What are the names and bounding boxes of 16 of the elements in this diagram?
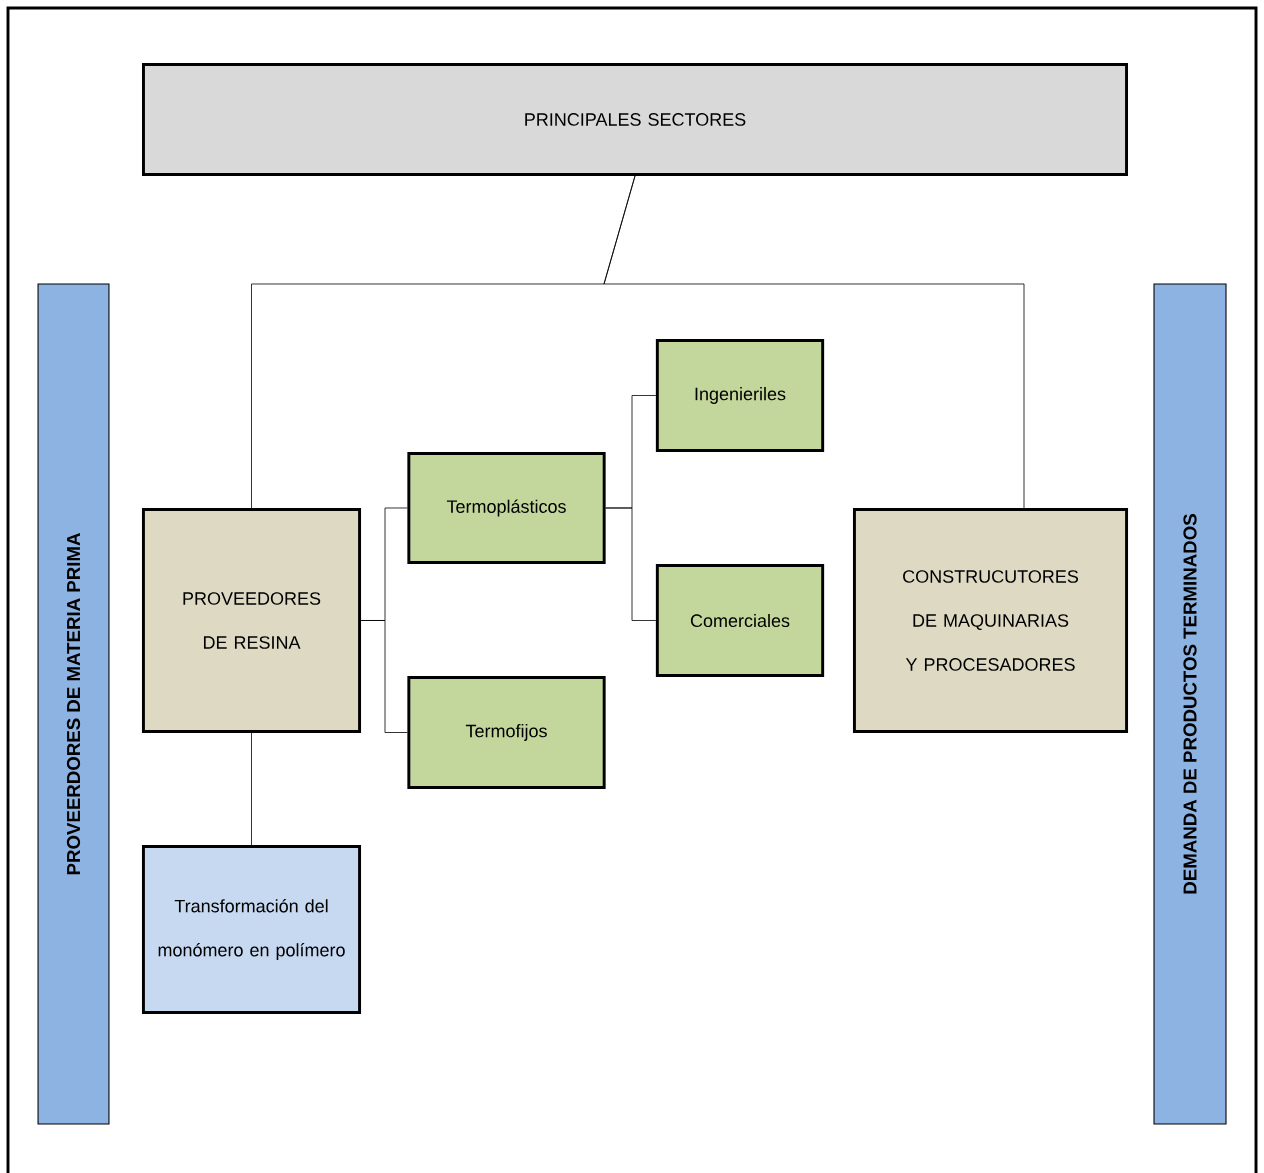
connector-line: [603, 175, 1025, 509]
process-box: Termofijos: [407, 676, 606, 789]
side-band: [1153, 283, 1227, 1125]
process-box: Transformación del monómero en polímero: [141, 845, 362, 1014]
process-box: Comerciales: [655, 564, 825, 677]
process-box: PROVEEDORES DE RESINA: [141, 507, 362, 734]
process-box: Termoplásticos: [407, 452, 606, 564]
side-band: [37, 283, 110, 1125]
band-label: DEMANDA DE PRODUCTOS TERMINADOS: [1183, 514, 1197, 894]
connector-line: [251, 732, 252, 846]
process-box: CONSTRUCUTORES DE MAQUINARIAS Y PROCESADORES: [852, 507, 1129, 734]
sector-box: PRINCIPALES SECTORES: [142, 63, 1128, 176]
connector-line: [360, 620, 408, 733]
band-label: PROVEERDORES DE MATERIA PRIMA: [66, 533, 81, 875]
process-box: Ingenieriles: [655, 339, 825, 452]
connector-line: [605, 507, 657, 621]
